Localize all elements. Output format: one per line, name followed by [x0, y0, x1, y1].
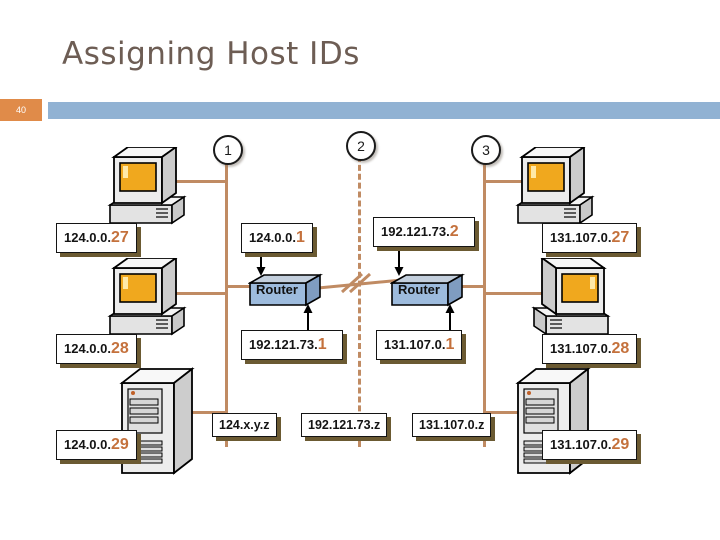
network-3-netid-suffix: z [478, 418, 485, 432]
right-host-1-network: 131.107.0. [550, 230, 612, 245]
left-router-wan-network: 192.121.73. [249, 337, 318, 352]
network-1-bus-line [225, 147, 228, 447]
right-router-lan-network: 131.107.0. [384, 337, 446, 352]
network-marker-3-label: 3 [482, 142, 490, 158]
network-diagram: 1 2 3 124.0.0.27 [0, 125, 720, 525]
right-host-1-hostid: 27 [611, 229, 630, 246]
network-3-netid-prefix: 131.107.0. [419, 418, 479, 432]
network-1-branch-host-1 [150, 180, 227, 183]
left-router-lan-arrow-icon [256, 251, 266, 276]
wan-link-icon [318, 272, 402, 294]
network-3-branch-router [452, 285, 485, 288]
network-2-bus-line [358, 147, 361, 447]
left-host-3-address-label: 124.0.0.29 [56, 430, 137, 460]
right-router-wan-network: 192.121.73. [381, 224, 450, 239]
left-router-wan-arrow-icon [303, 304, 313, 333]
router-right[interactable]: Router [390, 273, 466, 307]
right-host-3-network: 131.107.0. [550, 437, 612, 452]
server-tower-icon [515, 367, 591, 475]
network-marker-2-label: 2 [357, 138, 365, 154]
left-host-3-hostid: 29 [111, 436, 129, 453]
left-router-lan-address-label: 124.0.0.1 [241, 223, 313, 253]
left-host-1-address-label: 124.0.0.27 [56, 223, 137, 253]
right-host-3-hostid: 29 [611, 436, 630, 453]
network-2-netid-prefix: 192.121.73. [308, 418, 375, 432]
header-divider-rule [48, 102, 720, 119]
header-band: 40 [0, 99, 720, 121]
network-3-branch-host-3 [483, 411, 543, 414]
right-host-3-address-label: 131.107.0.29 [542, 430, 638, 460]
left-host-3-network: 124.0.0. [64, 437, 111, 452]
right-router-lan-hostid: 1 [445, 336, 455, 353]
right-router-lan-address-label: 131.107.0.1 [376, 330, 463, 360]
network-2-netid-label: 192.121.73.z [301, 413, 388, 437]
network-3-bus-line [483, 147, 486, 447]
network-marker-1: 1 [213, 135, 243, 165]
network-marker-2: 2 [346, 131, 376, 161]
page-title: Assigning Host IDs [62, 36, 360, 72]
left-host-1-hostid: 27 [111, 229, 129, 246]
left-router-lan-network: 124.0.0. [249, 230, 296, 245]
desktop-computer-icon [107, 258, 187, 336]
router-left[interactable]: Router [248, 273, 324, 307]
right-router-lan-arrow-icon [445, 304, 455, 333]
network-3-branch-host-2 [483, 292, 543, 295]
left-host-2-address-label: 124.0.0.28 [56, 334, 137, 364]
left-host-2-hostid: 28 [111, 340, 129, 357]
network-1-branch-host-2 [150, 292, 227, 295]
right-router-wan-arrow-icon [394, 249, 404, 276]
right-router-wan-hostid: 2 [449, 223, 459, 240]
desktop-computer-icon [107, 147, 187, 225]
network-1-branch-router [225, 285, 257, 288]
network-1-netid-label: 124.x.y.z [212, 413, 277, 437]
network-1-netid-suffix: x.y.z [243, 418, 270, 432]
network-3-branch-host-1 [483, 180, 543, 183]
network-1-netid-prefix: 124. [219, 418, 244, 432]
right-host-2-hostid: 28 [611, 340, 630, 357]
network-marker-1-label: 1 [224, 142, 232, 158]
desktop-computer-icon [531, 258, 611, 336]
right-host-1-address-label: 131.107.0.27 [542, 223, 638, 253]
right-router-wan-address-label: 192.121.73.2 [373, 217, 475, 247]
desktop-computer-icon [515, 147, 595, 225]
network-2-netid-suffix: z [374, 418, 381, 432]
page-number-badge: 40 [0, 99, 42, 121]
left-router-lan-hostid: 1 [296, 229, 305, 246]
left-host-2-network: 124.0.0. [64, 341, 111, 356]
right-host-2-network: 131.107.0. [550, 341, 612, 356]
left-router-wan-address-label: 192.121.73.1 [241, 330, 343, 360]
server-tower-icon [119, 367, 195, 475]
left-host-1-network: 124.0.0. [64, 230, 111, 245]
right-host-2-address-label: 131.107.0.28 [542, 334, 638, 364]
left-router-wan-hostid: 1 [317, 336, 327, 353]
network-marker-3: 3 [471, 135, 501, 165]
network-3-netid-label: 131.107.0.z [412, 413, 492, 437]
